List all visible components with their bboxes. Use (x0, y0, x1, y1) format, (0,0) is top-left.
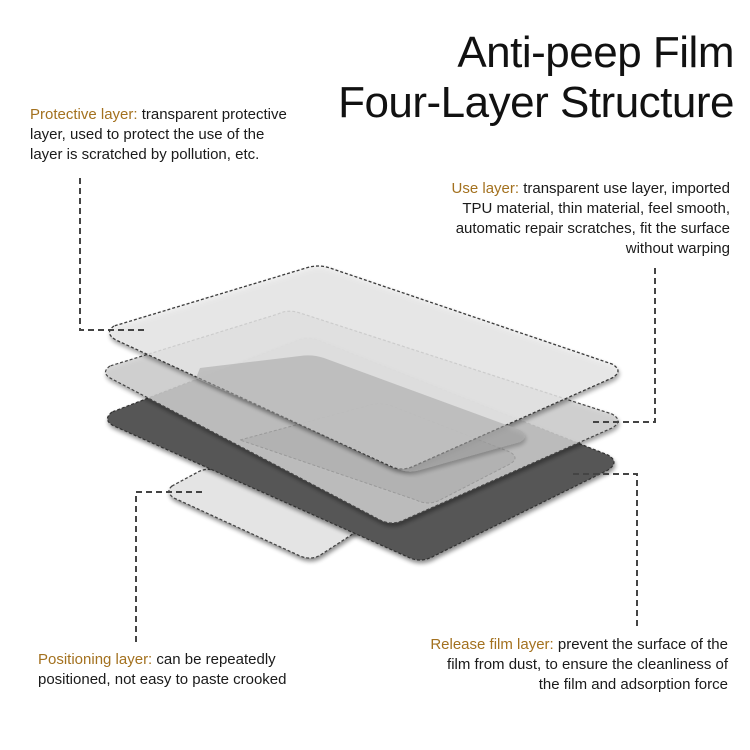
title-line-2: Four-Layer Structure (338, 78, 734, 127)
use-leader-line (592, 268, 656, 423)
release-text-line-3: the film and adsorption force (538, 676, 728, 693)
use-text-line-2: TPU material, thin material, feel smooth… (462, 200, 730, 217)
protective-text-line-2: layer, used to protect the use of the (30, 126, 265, 143)
positioning-leader-line (135, 491, 202, 645)
positioning-layer-label: Positioning layer: (38, 651, 153, 668)
positioning-layer-sheet (168, 468, 364, 559)
positioning-text-line-2: positioned, not easy to paste crooked (38, 671, 287, 688)
title-line-1: Anti-peep Film (457, 28, 734, 77)
release-text-line-1: prevent the surface of the (553, 636, 728, 653)
use-text-line-3: automatic repair scratches, fit the surf… (455, 220, 730, 237)
protective-layer-label: Protective layer: (30, 106, 138, 123)
release-film-layer-label: Release film layer: (430, 636, 554, 653)
use-layer-label: Use layer: (451, 180, 520, 197)
release-text-line-2: film from dust, to ensure the cleanlines… (447, 656, 728, 673)
protective-text-line-1: transparent protective (137, 106, 287, 123)
protective-leader-line (79, 178, 148, 331)
use-text-line-1: transparent use layer, imported (519, 180, 730, 197)
release-film-layer-callout: Release film layer: prevent the surface … (368, 635, 728, 695)
release-leader-line (573, 473, 638, 628)
use-text-line-4: without warping (625, 240, 730, 257)
protective-text-line-3: layer is scratched by pollution, etc. (30, 146, 260, 163)
use-layer-callout: Use layer: transparent use layer, import… (390, 179, 730, 259)
positioning-text-line-1: can be repeatedly (152, 651, 276, 668)
page-title: Anti-peep Film Four-Layer Structure (338, 28, 734, 128)
protective-layer-callout: Protective layer: transparent protective… (30, 105, 340, 165)
positioning-layer-callout: Positioning layer: can be repeatedly pos… (38, 650, 358, 690)
protective-layer-sheet (108, 265, 619, 472)
